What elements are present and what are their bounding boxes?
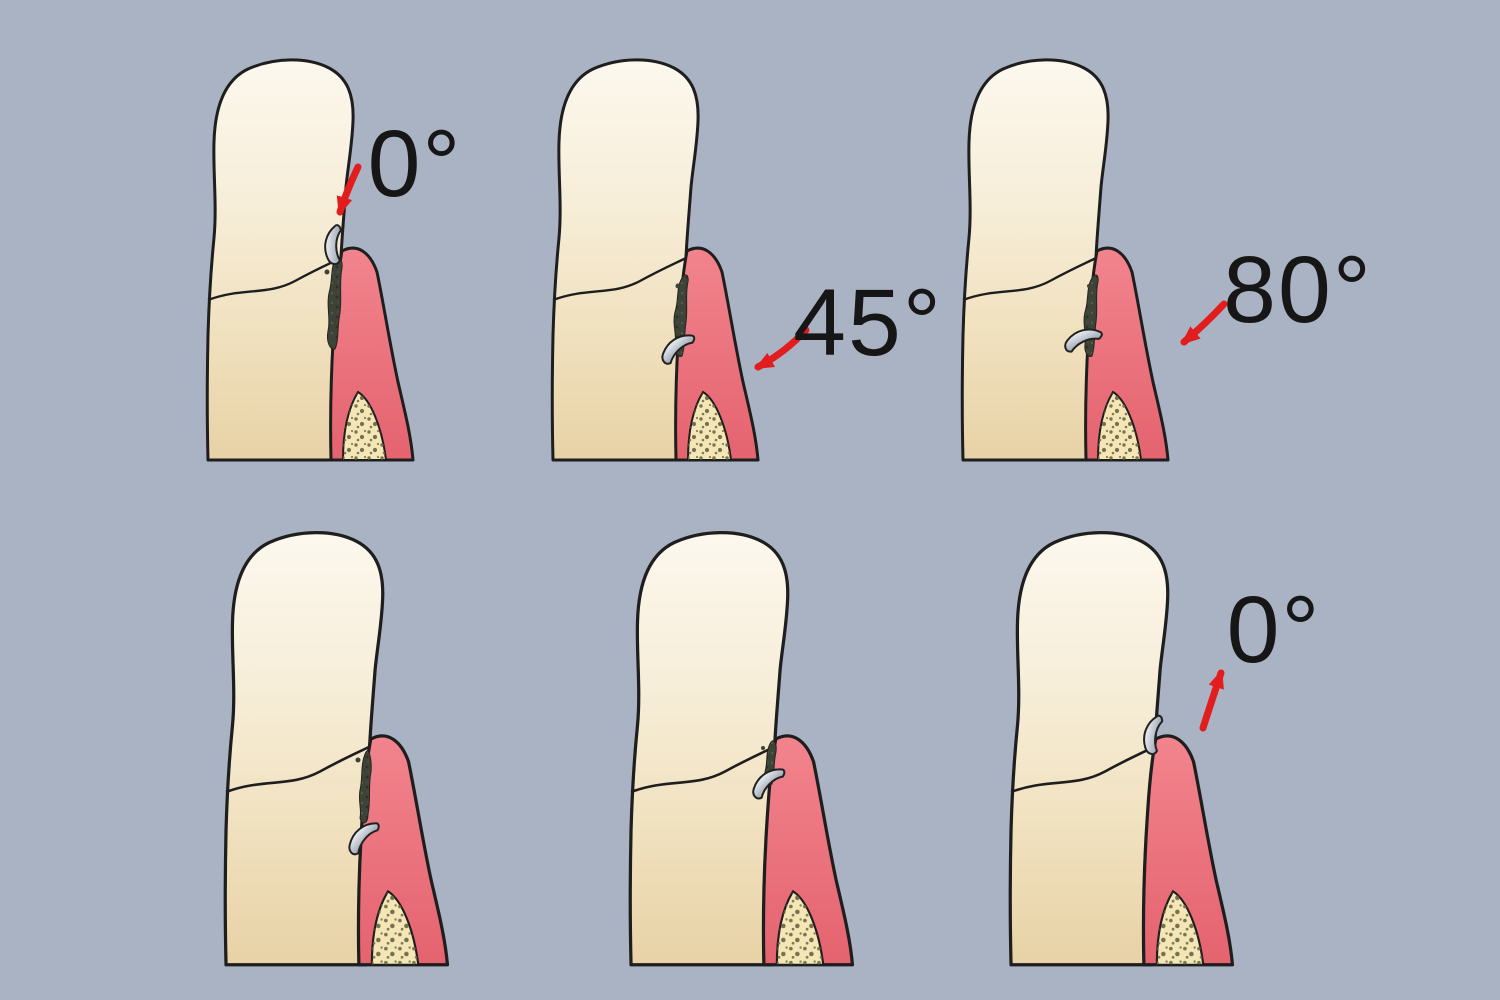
angle-label: 0° (368, 111, 463, 217)
calculus-speck (761, 746, 765, 750)
calculus-speck (675, 283, 681, 289)
angle-label: 80° (1223, 237, 1373, 343)
angle-arrow-icon (1180, 300, 1228, 346)
angle-arrow-icon (1199, 669, 1225, 732)
panel-6-removal-0deg: 0° (1008, 531, 1322, 967)
angle-arrow-icon (754, 326, 810, 371)
calculus-speck (355, 757, 361, 763)
panel-3-angle-80deg: 80° (960, 58, 1373, 462)
panel-1-insertion-0deg: 0° (205, 58, 463, 462)
panel-2-angle-45deg: 45° (550, 58, 943, 462)
calculus-speck (324, 269, 330, 275)
panel-4-inserted-deep (223, 531, 450, 967)
calculus-deposit (358, 750, 372, 824)
calculus-speck (329, 342, 333, 346)
calculus-speck (1087, 284, 1091, 288)
calculus-deposit (327, 256, 343, 350)
angle-arrow-icon (336, 163, 362, 216)
panel-5-working-stroke (628, 531, 855, 967)
angle-label: 45° (793, 270, 943, 376)
angle-label: 0° (1227, 577, 1322, 683)
